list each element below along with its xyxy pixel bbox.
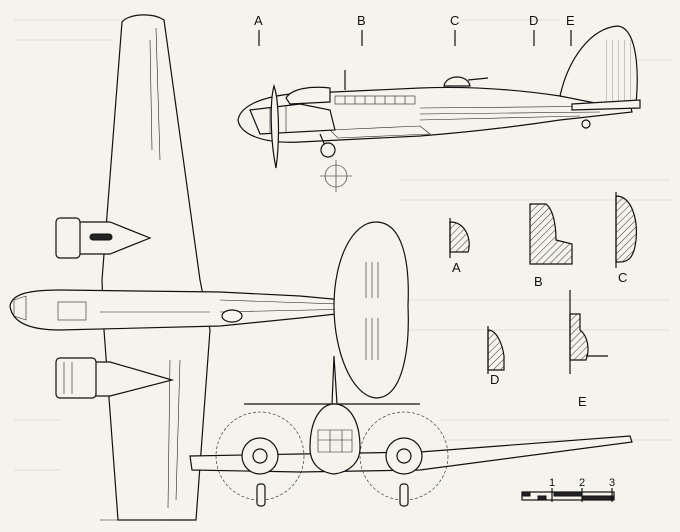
plan-view-wing-flap-lines: [149, 27, 181, 509]
plan-view-wing: [101, 14, 211, 521]
section-e-shape: [569, 313, 589, 361]
station-marker-c: C: [450, 13, 459, 28]
scale-bar-tick-3: 3: [609, 477, 615, 489]
side-view-main-wheel: [320, 142, 336, 158]
scale-bar-tick-1: 1: [549, 477, 555, 489]
section-label-e: E: [578, 394, 587, 409]
section-label-b: B: [534, 274, 543, 289]
front-view-left-spinner: [252, 448, 268, 464]
front-view-nose-glazing: [317, 429, 353, 453]
scale-bar-segment-dark-3: [553, 491, 583, 497]
plan-view-lower-cowl-detail: [63, 362, 73, 394]
side-view-tail-wheel: [581, 119, 591, 129]
plan-view-upper-exhaust: [89, 233, 113, 241]
section-label-d: D: [490, 372, 499, 387]
plan-view-lower-engine-cowl: [55, 357, 97, 399]
side-view-window-frames: [344, 96, 406, 104]
section-b-shape: [529, 203, 573, 265]
scale-bar-segment-dark-2: [537, 495, 547, 501]
plan-view-elevator-ribs: [365, 262, 379, 360]
scale-bar-segment-dark-1: [521, 491, 531, 497]
side-view-wing-root: [329, 125, 431, 139]
side-view-cockpit: [285, 86, 331, 105]
side-view-nacelle-cowling-lines: [269, 106, 287, 133]
section-details: A B C D E: [449, 192, 637, 409]
front-view-left-wheel: [256, 483, 266, 507]
station-marker-b: B: [357, 13, 366, 28]
side-view: [237, 25, 641, 192]
scale-bar: 1 2 3: [521, 477, 615, 502]
plan-view: [9, 14, 409, 521]
plan-view-nose-glazing: [13, 295, 27, 321]
front-view-fin: [331, 355, 338, 405]
plan-view-tailplane: [333, 221, 409, 399]
station-marker-e: E: [566, 13, 575, 28]
section-a-shape: [449, 221, 470, 253]
plan-view-cockpit-glazing: [57, 301, 87, 321]
scale-bar-tick-2: 2: [579, 477, 585, 489]
front-view-left-propeller-disc: [215, 411, 305, 501]
side-view-engine-nacelle: [249, 103, 336, 135]
section-label-c: C: [618, 270, 627, 285]
plan-view-dorsal-turret: [221, 309, 243, 323]
side-view-wheel-outline-ghost: [320, 160, 352, 192]
station-marker-a: A: [254, 13, 263, 28]
section-d-shape: [487, 329, 505, 371]
side-view-tailplane: [571, 99, 641, 111]
side-view-propeller: [270, 84, 280, 169]
scale-bar-segment-dark-4: [581, 495, 615, 501]
front-view-right-propeller-disc: [359, 411, 449, 501]
station-marker-d: D: [529, 13, 538, 28]
station-markers: A B C D E: [254, 13, 575, 46]
side-view-turret-gun: [467, 77, 489, 81]
front-view-fuselage: [309, 403, 361, 475]
section-c-shape: [615, 195, 637, 263]
plan-view-upper-engine-cowl: [55, 217, 81, 259]
front-view-right-wheel: [399, 483, 409, 507]
side-view-dorsal-turret: [443, 76, 471, 87]
section-label-a: A: [452, 260, 461, 275]
front-view: [189, 355, 633, 507]
side-view-rudder-ribs: [605, 40, 633, 102]
front-view-right-spinner: [396, 448, 412, 464]
